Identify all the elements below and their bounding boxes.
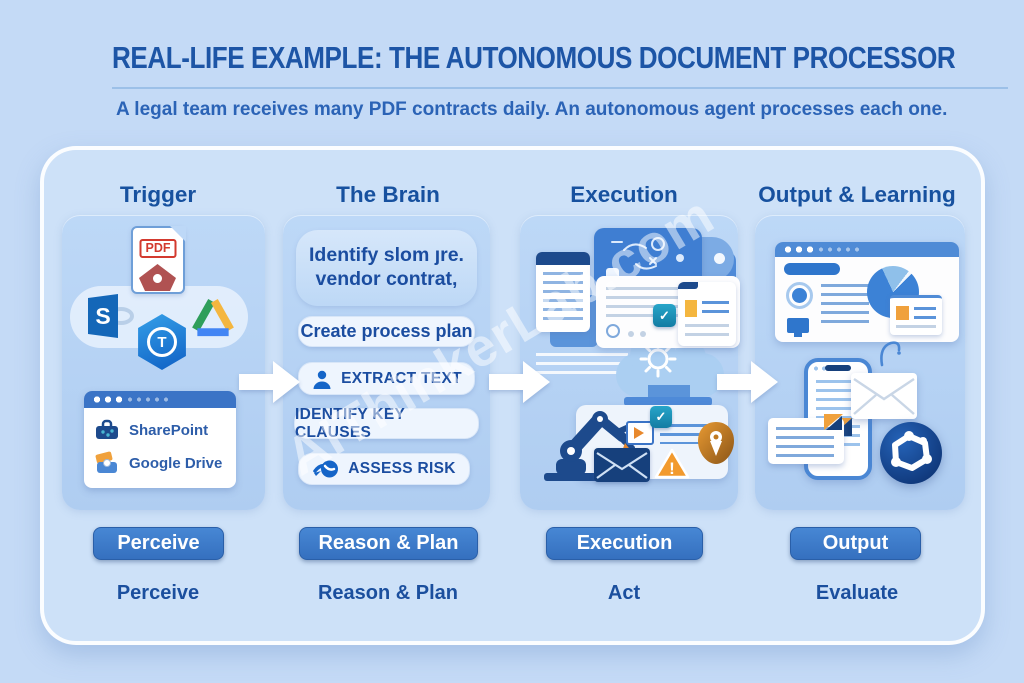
- stage-label-reason-plan: Reason & Plan: [317, 582, 459, 604]
- summary-card-icon: [890, 295, 942, 335]
- envelope-icon: [594, 448, 650, 482]
- risk-gauge-icon: [313, 460, 339, 478]
- monitor-icon: [787, 318, 809, 337]
- sharepoint-logo-icon: S: [88, 294, 136, 340]
- dashboard-window-icon: [775, 242, 959, 342]
- stage-label-evaluate: Evaluate: [815, 582, 899, 604]
- stage-badge-reason-plan: Reason & Plan: [299, 527, 478, 560]
- window-controls-dots: [784, 246, 904, 253]
- briefcase-icon: [96, 419, 118, 439]
- stage-badge-output: Output: [790, 527, 921, 560]
- trigger-card: PDF S T: [62, 215, 265, 510]
- step-extract-text: EXTRACT TEXT: [298, 362, 475, 395]
- phone-speaker: [825, 365, 851, 371]
- flow-arrow-icon: [489, 361, 551, 403]
- step-assess-risk: ASSESS RISK: [298, 453, 470, 485]
- page-subtitle: A legal team receives many PDF contracts…: [116, 99, 948, 120]
- hex-letter: T: [157, 333, 167, 351]
- pdf-badge: PDF: [139, 239, 177, 258]
- note-card-icon: [768, 414, 844, 464]
- detail-panel-icon: [678, 282, 736, 346]
- drive-mini-icon: [94, 451, 120, 475]
- location-badge-icon: [698, 422, 734, 464]
- cloud-base: [624, 397, 712, 406]
- column-header-brain: The Brain: [336, 182, 440, 207]
- warning-glyph: !: [669, 459, 675, 478]
- sources-window: SharePoint Google Drive: [84, 391, 236, 488]
- title-underline: [112, 87, 1008, 89]
- stage-badge-perceive: Perceive: [93, 527, 224, 560]
- window-controls-dots: [93, 396, 213, 403]
- mail-envelope-icon: [851, 373, 917, 419]
- step-label: EXTRACT TEXT: [341, 369, 462, 387]
- pdf-house-glyph: [139, 264, 176, 291]
- source-label: Google Drive: [129, 454, 223, 472]
- text-lines: [660, 424, 708, 444]
- output-card: [755, 215, 965, 510]
- page-title: REAL-LIFE EXAMPLE: THE AUTONOMOUS DOCUME…: [112, 40, 956, 75]
- pdf-file-icon: PDF: [131, 225, 186, 294]
- flow-arrow-icon: [717, 361, 779, 403]
- source-label: SharePoint: [129, 421, 209, 439]
- thought-box: Identify slom ȷre. vendor contrat,: [296, 230, 477, 306]
- checkbox-tile-icon: [650, 406, 672, 428]
- google-drive-logo-icon: [192, 298, 234, 337]
- execution-card: !: [520, 215, 740, 510]
- step-label: ASSESS RISK: [348, 460, 456, 477]
- column-header-output: Output & Learning: [758, 182, 956, 207]
- send-document-icon: [626, 421, 654, 445]
- flow-arrow-icon: [239, 361, 301, 403]
- hexagon-t-logo-icon: T: [138, 314, 186, 370]
- connector-lines: [536, 353, 628, 379]
- column-header-execution: Execution: [570, 182, 678, 207]
- folded-corner: [824, 414, 844, 431]
- checkbox-tile-icon: [653, 304, 676, 327]
- source-row-google-drive: Google Drive: [94, 451, 226, 475]
- network-share-badge-icon: [880, 422, 942, 484]
- text-lines: [821, 284, 869, 323]
- step-create-process-plan: Create process plan: [298, 316, 475, 347]
- button-pill: [784, 263, 840, 275]
- thought-line: Identify slom ȷre.: [309, 244, 464, 267]
- highlight-block: [685, 300, 697, 317]
- step-identify-key-clauses: IDENTIFY KEY CLAUSES: [294, 406, 479, 441]
- stage-badge-execution: Execution: [546, 527, 703, 560]
- column-header-trigger: Trigger: [119, 182, 197, 207]
- hook-doodle: [880, 341, 901, 367]
- browser-titlebar: [775, 242, 959, 257]
- window-titlebar: [84, 391, 236, 408]
- brain-card: Identify slom ȷre. vendor contrat, Creat…: [283, 215, 490, 510]
- stage-label-act: Act: [607, 582, 641, 604]
- avatar-icon: [786, 282, 813, 309]
- stage-label-perceive: Perceive: [116, 582, 200, 604]
- page-fold: [169, 225, 186, 242]
- sharepoint-letter: S: [95, 302, 111, 329]
- thumbnail-block: [896, 306, 909, 320]
- checklist-document-icon: [536, 252, 590, 332]
- person-icon: [313, 370, 331, 389]
- robot-arm-icon: [544, 411, 635, 481]
- warning-icon: !: [654, 448, 690, 479]
- cloud-stand: [648, 385, 690, 399]
- thought-line: vendor contrat,: [315, 268, 458, 290]
- source-row-sharepoint: SharePoint: [94, 418, 226, 442]
